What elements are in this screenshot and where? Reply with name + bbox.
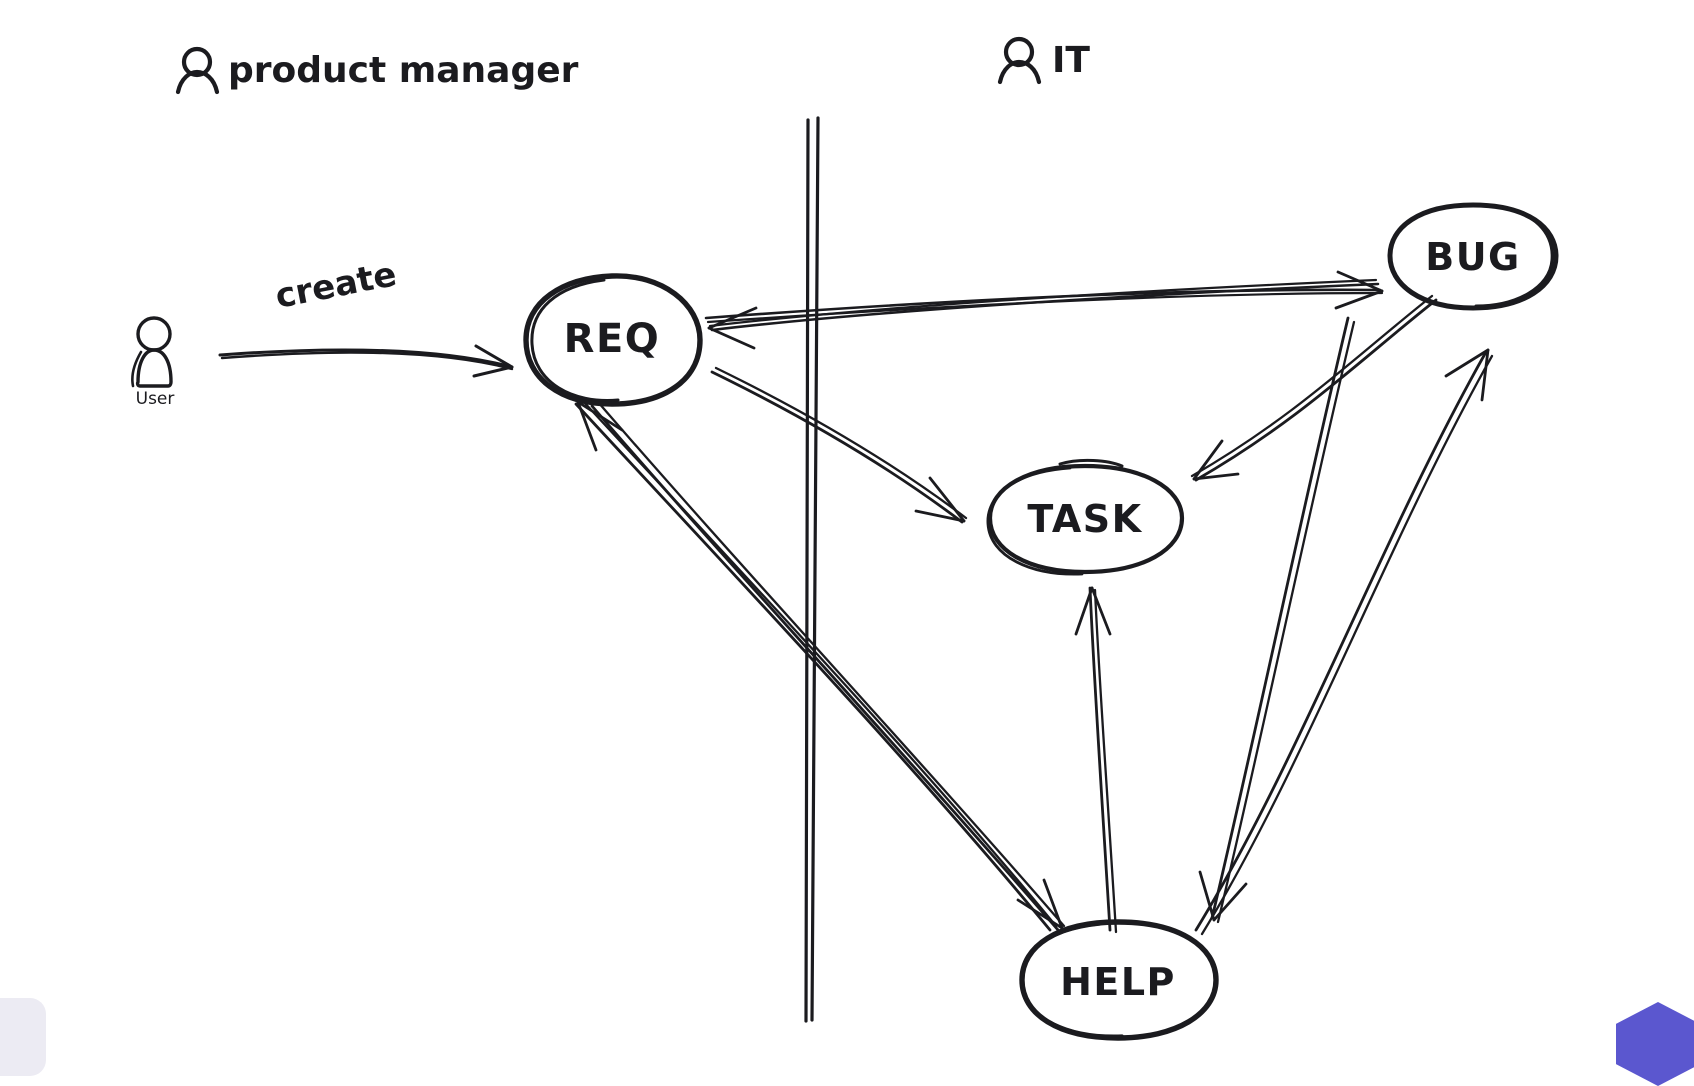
edge-req-to-task (710, 366, 968, 524)
edge-bug-to-req (707, 278, 1380, 350)
edge-bug-to-task (1190, 294, 1438, 482)
node-bug-label: BUG (1425, 235, 1521, 279)
edge-user-create-req (218, 344, 514, 378)
edge-bug-to-help (1198, 316, 1356, 924)
node-task-label: TASK (1027, 497, 1142, 541)
edge-help-to-task (1074, 586, 1118, 934)
edge-help-to-bug (1194, 348, 1494, 936)
edge-label-create: create (272, 254, 400, 317)
swimlane-divider (804, 116, 820, 1023)
person-icon (997, 36, 1042, 85)
node-req-label: REQ (564, 316, 661, 362)
person-icon (175, 46, 220, 95)
node-help[interactable] (1019, 919, 1219, 1041)
edge-req-to-help (590, 400, 1066, 932)
lane-label-product-manager: product manager (228, 50, 579, 91)
bottom-left-panel[interactable] (0, 998, 46, 1076)
node-help-label: HELP (1060, 960, 1176, 1004)
node-bug[interactable] (1387, 202, 1559, 311)
lane-label-it: IT (1052, 40, 1090, 81)
user-figure-icon (131, 316, 173, 388)
node-task[interactable] (986, 458, 1185, 576)
actor-user-label: User (136, 389, 175, 409)
node-req[interactable] (523, 273, 703, 407)
